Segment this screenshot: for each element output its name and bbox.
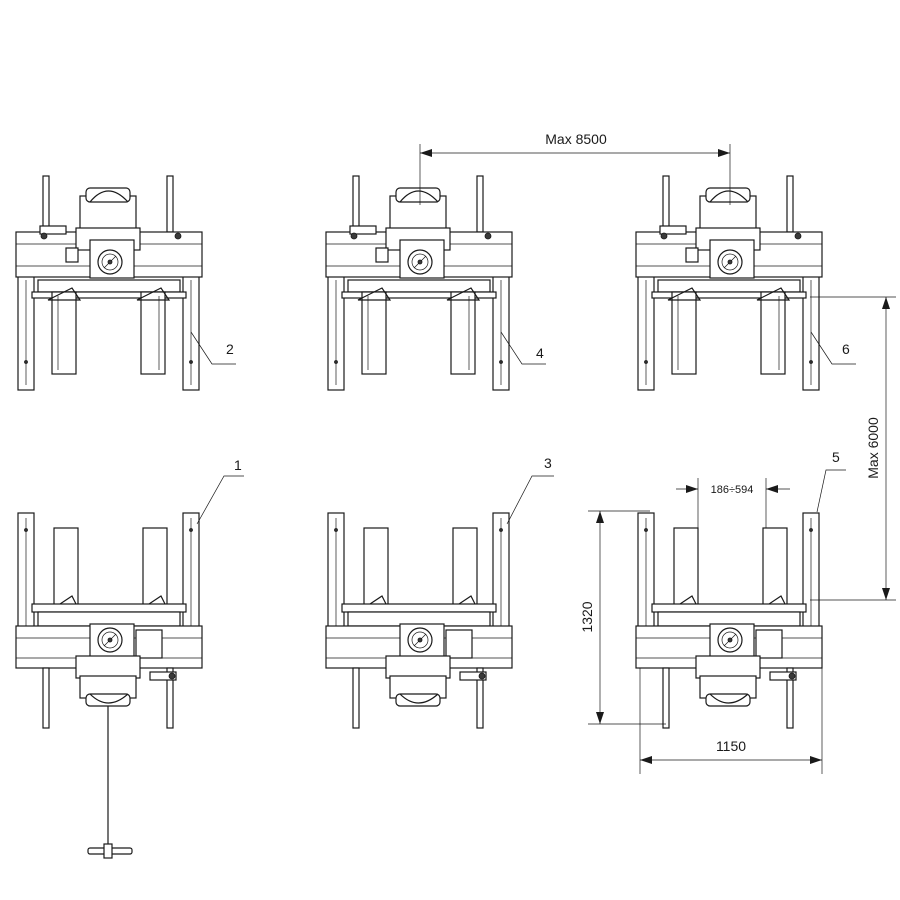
machine-unit-5: [635, 512, 823, 729]
callout-3: 3: [506, 455, 554, 525]
callout-2: 2: [190, 331, 236, 365]
dimension-max-width: Max 8500: [419, 131, 731, 205]
dimension-height-label: 1320: [579, 601, 595, 632]
callout-4-label: 4: [536, 345, 544, 361]
machine-unit-3: [325, 512, 513, 729]
machine-unit-1: [15, 512, 203, 729]
dimension-width-label: 1150: [716, 738, 746, 754]
callout-6: 6: [810, 331, 856, 365]
callout-6-label: 6: [842, 341, 850, 357]
dimension-height: 1320: [579, 510, 666, 725]
machine-unit-6: [635, 175, 823, 391]
callout-5-label: 5: [832, 449, 840, 465]
callout-1: 1: [196, 457, 244, 525]
dimension-gap-label: 186÷594: [711, 484, 754, 496]
callout-4: 4: [500, 331, 546, 365]
machine-unit-2: [15, 175, 203, 391]
dimension-max-height-label: Max 6000: [865, 417, 881, 479]
crank-handle: [87, 706, 133, 859]
callout-3-label: 3: [544, 455, 552, 471]
dimension-max-height: Max 6000: [810, 296, 896, 601]
machine-unit-4: [325, 175, 513, 391]
callout-5: 5: [816, 449, 846, 513]
callout-1-label: 1: [234, 457, 242, 473]
dimension-max-width-label: Max 8500: [545, 131, 607, 147]
dimension-gap: 186÷594: [676, 478, 790, 528]
dimension-width: 1150: [639, 634, 823, 774]
callout-2-label: 2: [226, 341, 234, 357]
